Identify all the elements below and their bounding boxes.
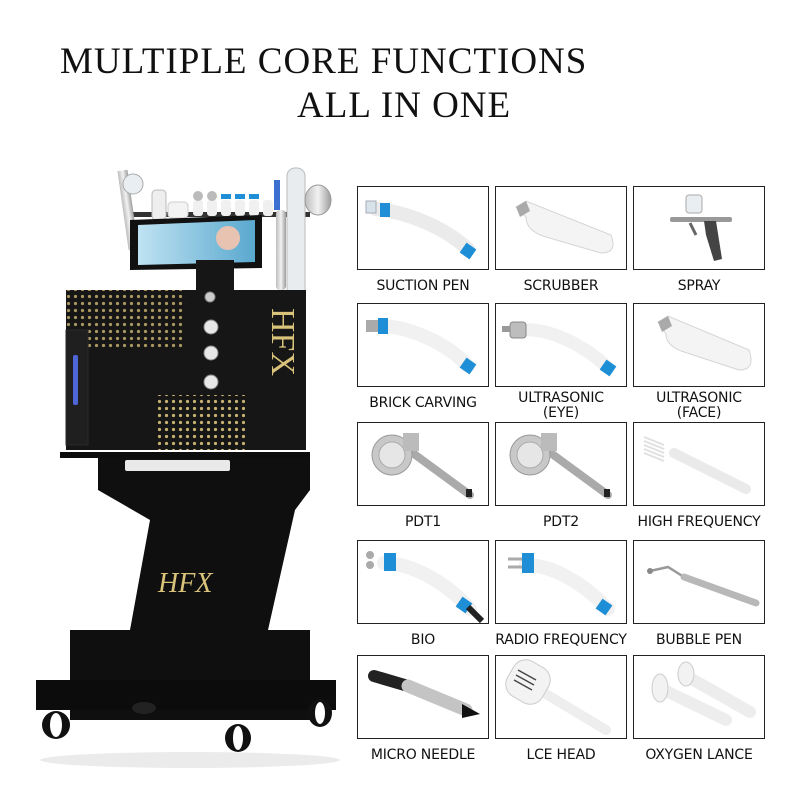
function-card-oxygen-lance: OXYGEN LANCE: [633, 655, 765, 763]
function-label: OXYGEN LANCE: [645, 747, 753, 763]
function-label: BIO: [410, 632, 436, 648]
ultrasonic-face-icon: [657, 315, 752, 371]
micro-needle-icon: [368, 670, 480, 718]
headline-line-1: MULTIPLE CORE FUNCTIONS: [60, 41, 588, 82]
scrubber-icon: [515, 200, 614, 254]
machine-illustration: HFX HFX: [30, 160, 350, 780]
function-card-ultrasonic-face: ULTRASONIC(FACE): [633, 303, 765, 421]
pdt-icon: [371, 433, 474, 499]
svg-text:HFX: HFX: [157, 568, 213, 599]
function-card-high-frequency: HIGH FREQUENCY: [633, 422, 765, 530]
ice-head-icon: [505, 659, 611, 735]
function-card-pdt1: PDT1: [357, 422, 489, 530]
function-label: LCE HEAD: [526, 747, 596, 763]
function-card-scrubber: SCRUBBER: [495, 186, 627, 294]
function-label: ULTRASONIC(FACE): [656, 390, 742, 421]
function-card-suction-pen: SUCTION PEN: [357, 186, 489, 294]
svg-text:HFX: HFX: [264, 308, 301, 376]
function-label: PDT1: [405, 514, 441, 530]
function-card-micro-needle: MICRO NEEDLE: [357, 655, 489, 763]
function-card-brick-carving: BRICK CARVING: [357, 303, 489, 411]
oxygen-lance-icon: [651, 661, 756, 726]
trolley-stand: HFX: [36, 452, 340, 768]
function-label: BRICK CARVING: [369, 395, 477, 411]
function-label: SPRAY: [677, 278, 721, 294]
high-frequency-icon: [643, 436, 751, 494]
function-label: PDT2: [543, 514, 579, 530]
function-card-radio-frequency: RADIO FREQUENCY: [495, 540, 627, 648]
ultrasonic-eye-icon: [502, 321, 617, 377]
function-card-spray: SPRAY: [633, 186, 765, 294]
bubble-pen-icon: [647, 565, 760, 607]
pdt-icon: [509, 433, 612, 499]
function-label: ULTRASONIC(EYE): [518, 390, 604, 421]
function-card-ice-head: LCE HEAD: [495, 655, 627, 763]
handpiece-holder: [117, 167, 332, 317]
function-label: HIGH FREQUENCY: [637, 514, 761, 530]
function-label: MICRO NEEDLE: [370, 747, 476, 763]
function-card-ultrasonic-eye: ULTRASONIC(EYE): [495, 303, 627, 421]
function-label: SUCTION PEN: [376, 278, 470, 294]
suction-pen-icon: [365, 200, 477, 260]
function-label: RADIO FREQUENCY: [495, 632, 627, 648]
radio-frequency-icon: [508, 553, 615, 616]
function-card-pdt2: PDT2: [495, 422, 627, 530]
spray-gun-icon: [670, 194, 732, 261]
main-unit: HFX: [65, 290, 306, 450]
function-label: BUBBLE PEN: [656, 632, 742, 648]
function-card-bio: BIO: [357, 540, 489, 648]
function-label: SCRUBBER: [523, 278, 599, 294]
function-card-bubble-pen: BUBBLE PEN: [633, 540, 765, 648]
brick-carving-icon: [366, 318, 477, 375]
bio-icon: [366, 551, 485, 623]
headline-line-2: ALL IN ONE: [297, 85, 512, 126]
